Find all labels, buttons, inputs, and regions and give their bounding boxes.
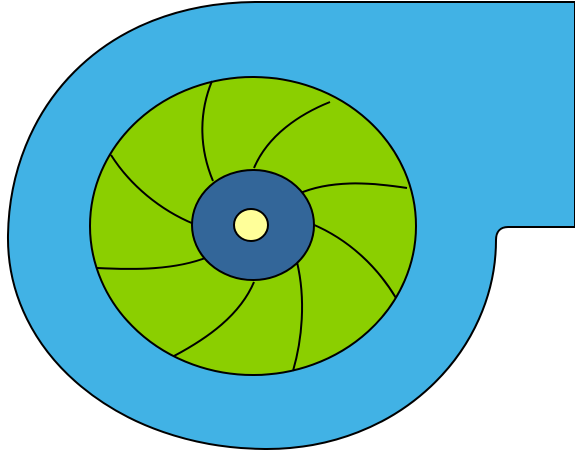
- shaft: [234, 209, 268, 241]
